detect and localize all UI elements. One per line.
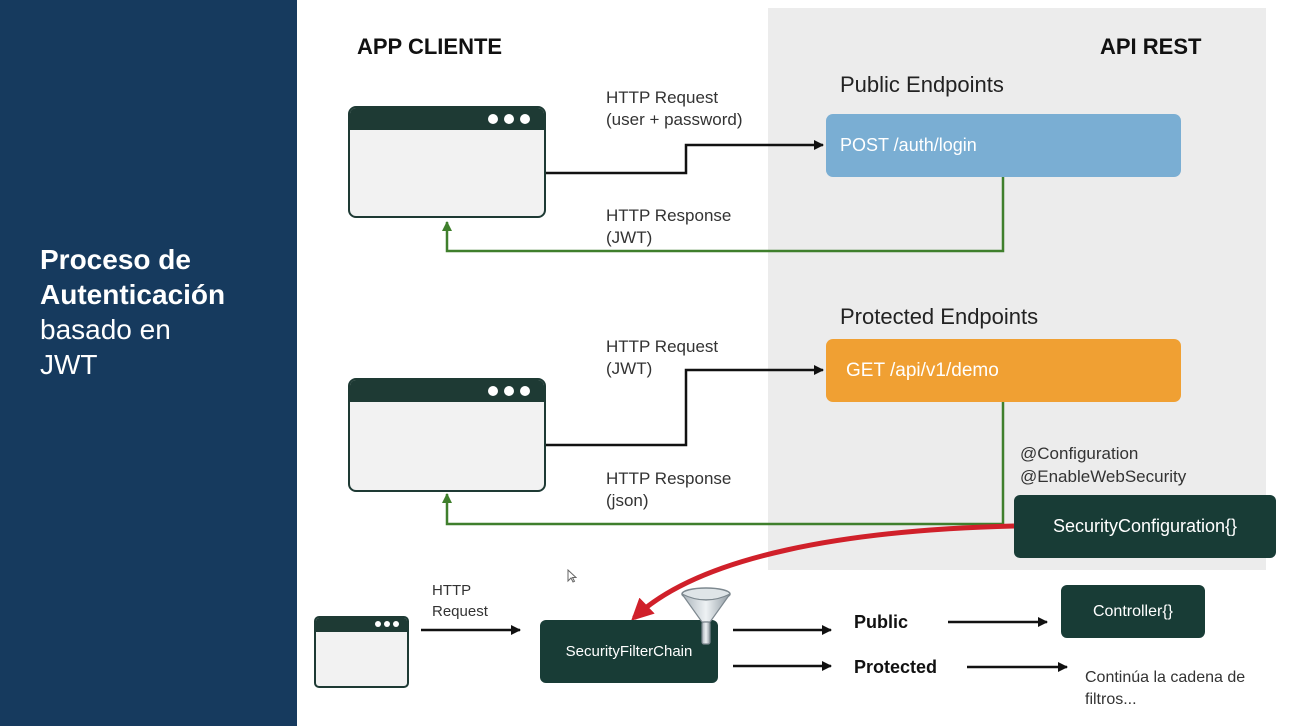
public-request-label: HTTP Request (user + password) (606, 88, 743, 129)
filter-request-label: HTTP Request (432, 582, 488, 620)
protected-response-label: HTTP Response (json) (606, 469, 732, 510)
api-rest-panel (768, 8, 1266, 570)
title-line-2: Autenticación (40, 279, 226, 310)
client-browser-window-2 (348, 378, 546, 492)
configuration-annotation: @Configuration (1020, 444, 1139, 463)
funnel-icon (681, 587, 731, 645)
enable-web-security-annotation: @EnableWebSecurity (1020, 467, 1187, 486)
public-response-arrow (442, 177, 1005, 253)
client-browser-window-1 (348, 106, 546, 218)
protected-response-arrow (442, 402, 1005, 526)
security-configuration-box: SecurityConfiguration{} (1014, 495, 1276, 558)
demo-endpoint: GET /api/v1/demo (826, 339, 1181, 402)
api-header: API REST (1100, 34, 1202, 59)
title-line-3: basado en (40, 314, 171, 345)
login-endpoint: POST /auth/login (826, 114, 1181, 177)
protected-request-arrow (546, 365, 824, 447)
client-browser-window-3 (314, 616, 409, 688)
continue-filter-chain-label: Continúa la cadena de filtros... (1085, 669, 1246, 708)
protected-branch-label: Protected (854, 657, 938, 677)
slide-title: Proceso de Autenticación basado en JWT (40, 242, 225, 382)
security-filter-chain-box: SecurityFilterChain (540, 620, 718, 683)
security-annotations: @Configuration @EnableWebSecurity (1020, 442, 1186, 488)
protected-endpoints-title: Protected Endpoints (840, 304, 1039, 329)
public-branch-label: Public (854, 612, 909, 632)
filter-chain-link-arrow (631, 523, 1015, 621)
public-request-arrow (546, 140, 824, 175)
sidebar (0, 0, 297, 726)
title-line-4: JWT (40, 349, 98, 380)
controller-box: Controller{} (1061, 585, 1205, 638)
public-endpoints-title: Public Endpoints (840, 72, 1004, 97)
title-line-1: Proceso de (40, 244, 191, 275)
client-header: APP CLIENTE (357, 34, 503, 59)
mouse-pointer-icon (567, 569, 577, 583)
protected-request-label: HTTP Request (JWT) (606, 337, 719, 378)
public-response-label: HTTP Response (JWT) (606, 206, 732, 247)
